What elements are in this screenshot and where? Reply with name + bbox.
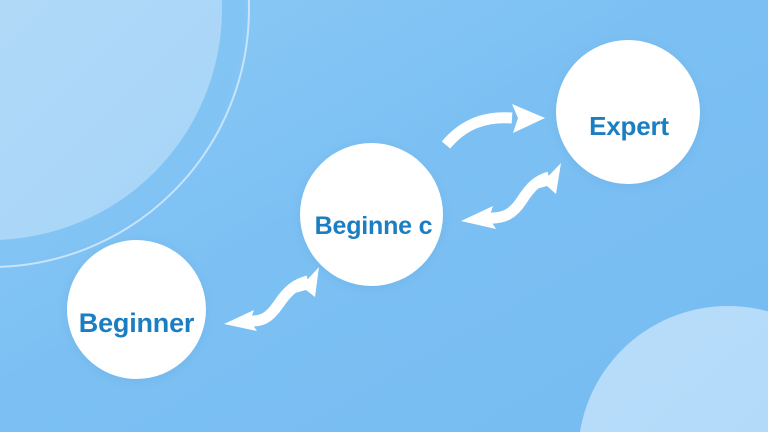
node-intermediate[interactable]: Beginne c [300, 143, 443, 286]
arrow-intermediate-expert-upper [441, 104, 545, 149]
node-beginner[interactable]: Beginner [67, 240, 206, 379]
node-expert-label: Expert [589, 111, 669, 141]
arrow-intermediate-expert-lower [461, 163, 561, 229]
node-intermediate-label: Beginne c [314, 212, 433, 240]
arrow-beginner-intermediate [224, 267, 319, 331]
node-beginner-label: Beginner [78, 308, 195, 338]
node-expert[interactable]: Expert [556, 40, 700, 184]
